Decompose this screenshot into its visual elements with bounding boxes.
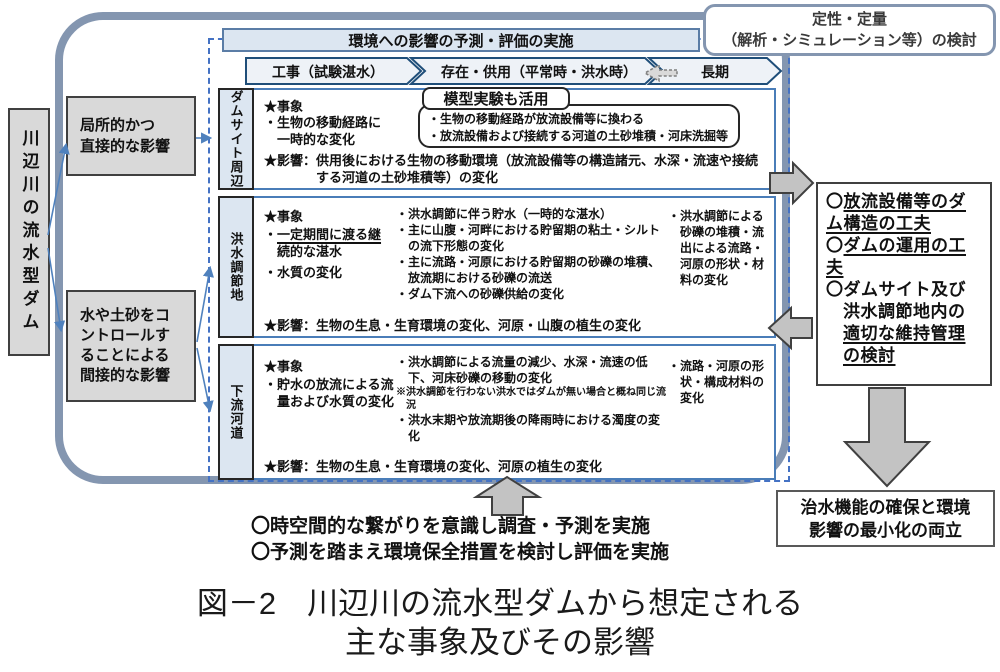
row-downstream-label: 下流河道 [218,344,254,480]
header-title: 環境への影響の予測・評価の実施 [222,28,700,52]
damsite-event: ・生物の移動経路に一時的な変化 [264,115,382,147]
floodzone-mid-3: ・主に流路・河原における貯留期の砂礫の堆積、放流期における砂礫の流送 [396,255,661,285]
floodzone-mid-1: ・洪水調節に伴う貯水（一時的な湛水） [396,207,613,221]
direct-impact-box: 局所的かつ 直接的な影響 [66,96,196,176]
floodzone-event-1: ・一定期間に渡る継続的な湛水 [264,227,382,259]
floodzone-event-title: ★事象 [264,209,304,224]
indirect-impact-line1: 水や土砂をコ [80,307,171,324]
model-experiment-callout-title: 模型実験も活用 [422,87,570,110]
downstream-impact: ★影響：生物の生息・生育環境の変化、河原の植生の変化 [264,459,603,474]
callout-item-1: ・生物の移動経路が放流設備等に換わる [428,112,645,126]
caption-line2: 主な事象及びその影響 [345,625,655,660]
indirect-impact-line3: ることによる [80,347,170,364]
measure-item-1: 〇放流設備等のダム構造の工夫 [826,192,966,233]
callout-item-2: ・放流設備および接続する河道の土砂堆積・河床洗掘等 [428,129,729,143]
bottom-notes: 〇時空間的な繋がりを意識し調査・予測を実施 〇予測を踏まえ環境保全措置を検討し評… [251,514,669,566]
direct-impact-line1: 局所的かつ [80,117,156,134]
floodzone-impact: ★影響：生物の生息・生育環境の変化、河原・山腹の植生の変化 [264,318,642,333]
floodzone-mid-4: ・ダム下流への砂礫供給の変化 [396,287,565,301]
downstream-event-title: ★事象 [264,359,304,374]
figure-caption: 図－2 川辺川の流水型ダムから想定される 主な事象及びその影響 [0,584,1000,662]
downstream-right-item: ・流路・河原の形状・構成材料の変化 [668,359,765,405]
measure-item-3: 〇ダムサイト及び洪水調節地内の適切な維持管理の検討 [826,280,966,365]
block-arrow-down-icon [842,387,932,488]
note-line2: （解析・シミュレーション等）の検討 [722,32,977,49]
indirect-impact-box: 水や土砂をコ ントロールす ることによる 間接的な影響 [66,290,196,402]
downstream-mid-2: ・洪水末期や放流期後の降雨時における濁度の変化 [396,413,661,443]
damsite-event-title: ★事象 [264,99,304,114]
floodzone-event-2: ・水質の変化 [264,265,343,280]
timeline-phase-operation: 存在・供用（平常時・洪水時） [441,64,637,80]
floodzone-mid-items: ・洪水調節に伴う貯水（一時的な湛水） ・主に山腹・河畔における貯留期の粘土・シル… [396,206,668,302]
bottom-note-2: 〇予測を踏まえ環境保全措置を検討し評価を実施 [251,542,670,563]
measure-item-2: 〇ダムの運用の工夫 [826,236,966,277]
timeline-phase-construction: 工事（試験湛水） [272,64,384,80]
indirect-impact-line2: ントロールす [80,327,171,344]
downstream-mid-1: ・洪水調節による流量の減少、水深・流速の低下、河床砂礫の移動の変化 [396,355,648,385]
feedback-dashed-arrow-icon [643,63,678,83]
phase1-arrow-shape [245,57,423,85]
note-line1: 定性・定量 [811,11,887,28]
qualitative-quantitative-note: 定性・定量 （解析・シミュレーション等）の検討 [703,4,996,56]
caption-line1: 図－2 川辺川の流水型ダムから想定される [196,586,804,621]
model-experiment-callout-bubble: ・生物の移動経路が放流設備等に換わる ・放流設備および接続する河道の土砂堆積・河… [418,104,740,148]
direct-impact-line2: 直接的な影響 [80,138,171,155]
downstream-event: ・貯水の放流による流量および水質の変化 [264,377,395,409]
floodzone-events: ・一定期間に渡る継続的な湛水 ・水質の変化 [264,226,386,281]
row-floodzone-label: 洪水調節地 [218,196,254,338]
dam-source-box: 川辺川の流水型ダム [8,108,50,356]
downstream-mid-items: ・洪水調節による流量の減少、水深・流速の低下、河床砂礫の移動の変化 ※洪水調節を… [396,354,668,444]
timeline-arrows [245,57,783,85]
bottom-note-1: 〇時空間的な繋がりを意識し調査・予測を実施 [251,516,651,537]
downstream-mid-note: ※洪水調節を行わない洪水ではダムが無い場合と概ね同じ流況 [396,387,666,411]
row-downstream: 下流河道 ★事象 ・貯水の放流による流量および水質の変化 ・洪水調節による流量の… [218,344,776,480]
indirect-impact-line4: 間接的な影響 [80,367,171,384]
floodzone-right-item: ・洪水調節による砂礫の堆積・流出による流路・河原の形状・材料の変化 [668,209,765,287]
row-damsite: ダムサイト周辺 ★事象 ・生物の移動経路に一時的な変化 模型実験も活用 ・生物の… [218,87,776,190]
row-damsite-label: ダムサイト周辺 [218,88,254,190]
row-floodzone: 洪水調節地 ★事象 ・一定期間に渡る継続的な湛水 ・水質の変化 ・洪水調節に伴う… [218,196,776,338]
goal-box: 治水機能の確保と環境影響の最小化の両立 [776,490,995,547]
phase2-arrow-shape [408,57,661,85]
measures-box: 〇放流設備等のダム構造の工夫 〇ダムの運用の工夫 〇ダムサイト及び洪水調節地内の… [816,182,992,386]
damsite-impact: ★影響：供用後における生物の移動環境（放流設備等の構造諸元、水深・流速や接続する… [264,153,759,185]
floodzone-mid-2: ・主に山腹・河畔における貯留期の粘土・シルトの流下形態の変化 [396,223,661,253]
timeline-phase-longterm: 長期 [701,64,729,80]
